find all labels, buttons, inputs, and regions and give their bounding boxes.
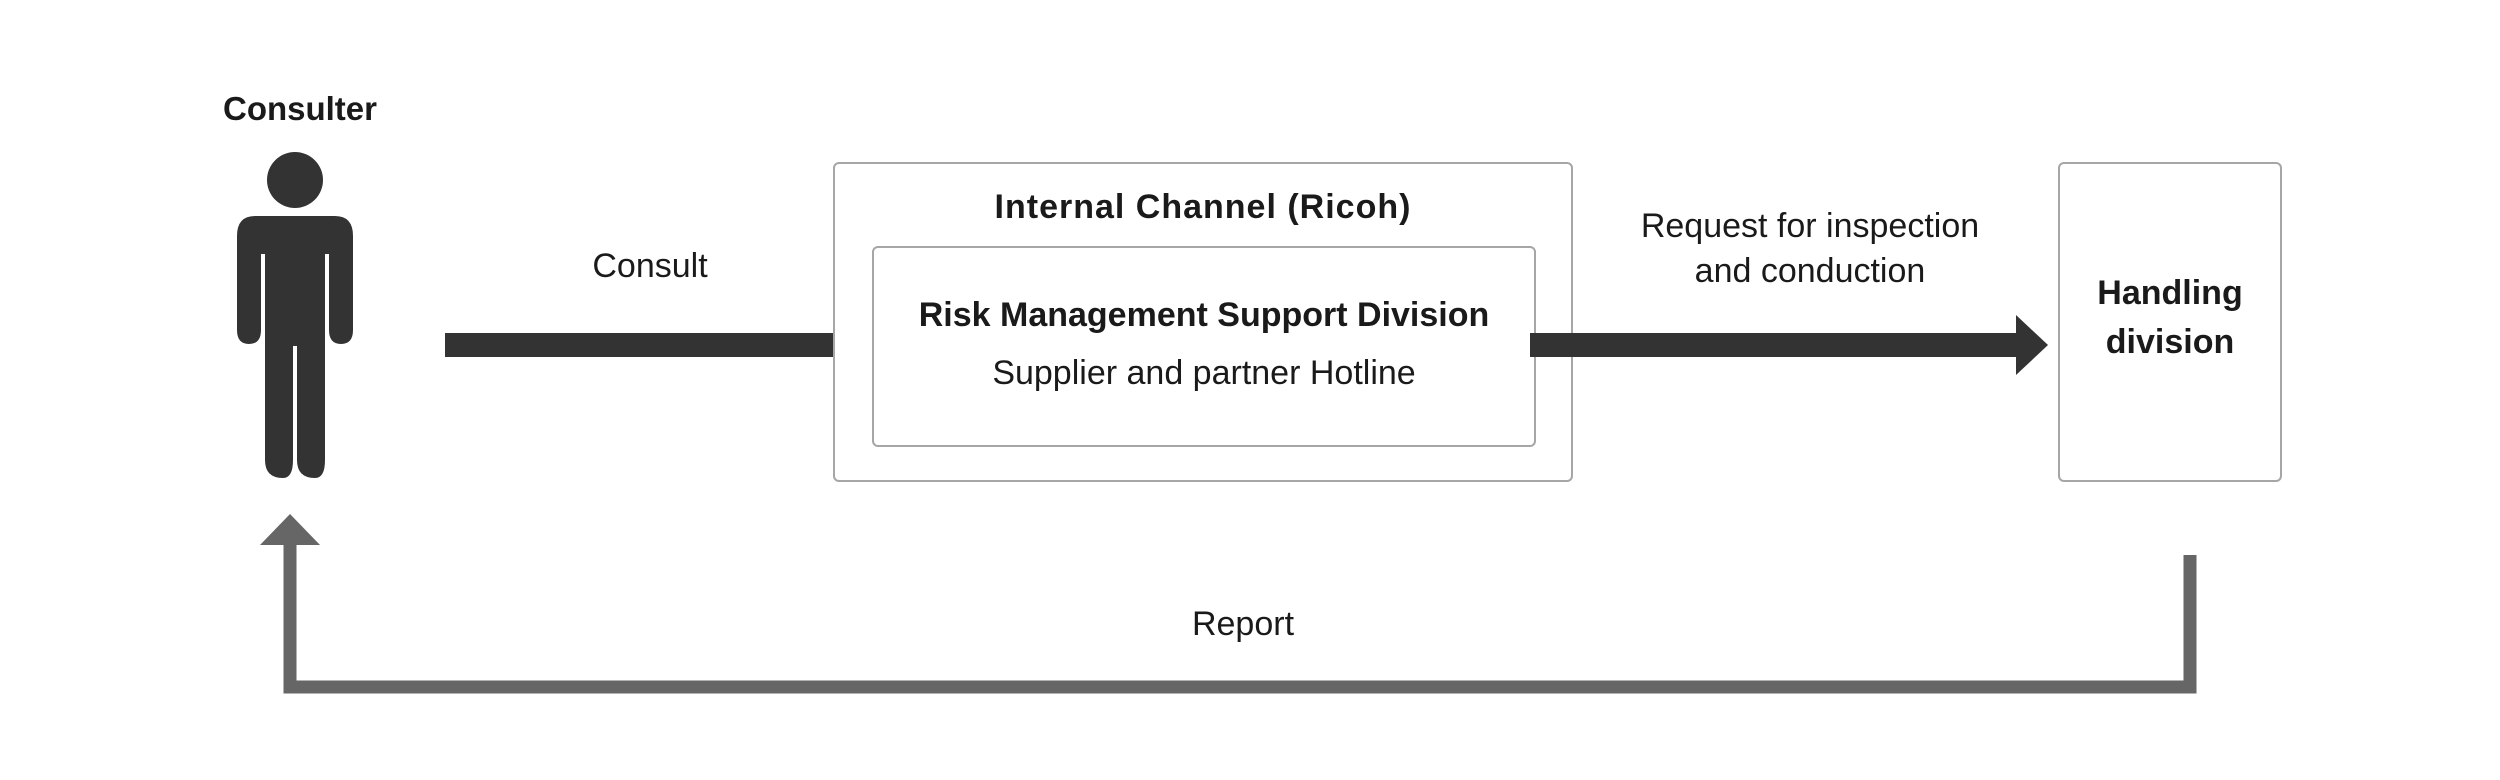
handling-division-line2: division [2105, 323, 2235, 361]
request-label-line2: and conduction [1694, 252, 1926, 290]
request-label-line1: Request for inspection [1640, 207, 1980, 245]
consulter-label: Consulter [222, 90, 377, 127]
handling-division-line1: Handling [2097, 274, 2243, 312]
risk-management-box [872, 246, 1536, 447]
handling-division-box [2058, 162, 2282, 482]
internal-channel-title: Internal Channel (Ricoh) [994, 188, 1412, 226]
hotline-label: Supplier and partner Hotline [992, 354, 1416, 392]
request-arrow [1530, 315, 2048, 375]
consult-label: Consult [592, 247, 708, 285]
report-arrow [260, 514, 2197, 694]
consult-arrow [445, 315, 877, 375]
person-icon [237, 152, 353, 478]
risk-management-title: Risk Management Support Division [918, 296, 1490, 334]
report-label: Report [1191, 605, 1295, 643]
